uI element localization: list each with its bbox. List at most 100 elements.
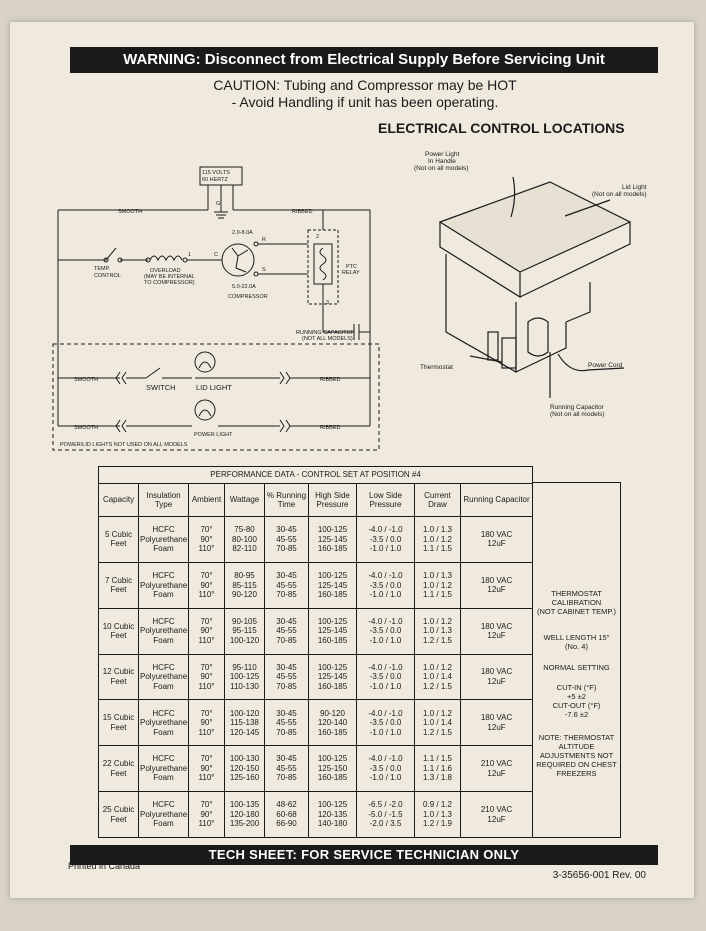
altitude-note: NOTE: THERMOSTAT ALTITUDE ADJUSTMENTS NO…: [536, 733, 617, 778]
column-header: Running Capacitor: [459, 483, 534, 517]
table-cell: -4.0 / -1.0 -3.5 / 0.0 -1.0 / 1.0: [356, 653, 415, 701]
table-cell: -4.0 / -1.0 -3.5 / 0.0 -1.0 / 1.0: [356, 516, 415, 563]
table-cell: 180 VAC 12uF: [459, 653, 534, 701]
amps-low-label: 5.0-22.0A: [232, 284, 256, 290]
terminal-r: R: [262, 237, 266, 243]
supply-hertz: 60 HERTZ: [202, 177, 229, 183]
overload-label-3: TO COMPRESSOR): [144, 280, 195, 286]
power-light-loc-1: Power Light: [425, 151, 460, 158]
supply-volts: 115 VOLTS: [202, 170, 230, 176]
wiring-diagram: [52, 166, 380, 451]
table-cell: 100-125 125-145 160-185: [308, 561, 357, 609]
power-light-loc-3: (Not on all models): [414, 165, 469, 172]
column-header: Current Draw: [414, 483, 461, 517]
terminal-3: 3: [326, 300, 329, 306]
table-cell: 80-95 85-115 90-120: [224, 561, 265, 609]
table-cell: 70° 90° 110°: [188, 699, 225, 747]
power-light-label: POWER LIGHT: [194, 432, 233, 438]
table-cell: HCFC Polyurethane Foam: [138, 561, 189, 609]
running-cap-loc-2: (Not on all models): [550, 411, 605, 418]
lights-note: POWER/LID LIGHTS NOT USED ON ALL MODELS: [60, 442, 188, 448]
thermostat-symbol: [487, 331, 499, 361]
column-header: Wattage: [224, 483, 265, 517]
table-cell: 1.1 / 1.5 1.1 / 1.6 1.3 / 1.8: [414, 745, 461, 793]
table-cell: 30-45 45-55 70-85: [264, 699, 309, 747]
freezer-illustration: [438, 176, 632, 398]
column-header: Capacity: [98, 483, 139, 517]
ribbed-label-top: RIBBED: [292, 209, 313, 215]
table-cell: 30-45 45-55 70-85: [264, 516, 309, 563]
location-labels: Power Light In Handle (Not on all models…: [414, 151, 647, 418]
table-cell: 1.0 / 1.3 1.0 / 1.2 1.1 / 1.5: [414, 516, 461, 563]
column-header: Ambient: [188, 483, 225, 517]
power-cord: [557, 353, 625, 372]
table-cell: -4.0 / -1.0 -3.5 / 0.0 -1.0 / 1.0: [356, 699, 415, 747]
table-cell: 90-105 95-115 100-120: [224, 607, 265, 655]
ptc-label-2: RELAY: [342, 270, 360, 276]
lid-light-bulb: [194, 351, 216, 373]
switch-label: SWITCH: [146, 383, 176, 392]
table-cell: 1.0 / 1.2 1.0 / 1.4 1.2 / 1.5: [414, 653, 461, 701]
power-cord-loc: Power Cord: [588, 362, 623, 369]
table-cell: 210 VAC 12uF: [459, 745, 534, 793]
temp-control-label-1: TEMP.: [94, 266, 111, 272]
table-cell: 5 Cubic Feet: [98, 516, 139, 563]
table-cell: 30-45 45-55 70-85: [264, 607, 309, 655]
table-cell: 70° 90° 110°: [188, 745, 225, 793]
overload-coil: [149, 255, 183, 262]
table-cell: 100-125 125-145 160-185: [308, 516, 357, 563]
smooth-label-top: SMOOTH: [118, 209, 142, 215]
overload-label-1: OVERLOAD: [150, 268, 181, 274]
smooth-label-bottom: SMOOTH: [74, 425, 98, 431]
terminal-1: 1: [188, 252, 191, 258]
table-cell: 100-125 125-150 160-185: [308, 745, 357, 793]
ground-label: G: [216, 201, 220, 207]
table-cell: 100-130 120-150 125-160: [224, 745, 265, 793]
tech-sheet: WARNING: Disconnect from Electrical Supp…: [10, 22, 694, 898]
ribbed-label-bottom: RIBBED: [320, 425, 341, 431]
terminal-s: S: [262, 267, 266, 273]
warning-banner: WARNING: Disconnect from Electrical Supp…: [70, 47, 658, 73]
amps-high-label: 2.0-8.0A: [232, 230, 253, 236]
tech-sheet-banner: TECH SHEET: FOR SERVICE TECHNICIAN ONLY: [70, 845, 658, 865]
table-cell: 95-110 100-125 110-130: [224, 653, 265, 701]
caution-line-2: - Avoid Handling if unit has been operat…: [231, 94, 499, 110]
table-cell: 75-80 80-100 82-110: [224, 516, 265, 563]
thermostat-notes: THERMOSTAT CALIBRATION (NOT CABINET TEMP…: [532, 482, 621, 838]
lid-switch-symbol: [145, 367, 161, 379]
table-cell: 210 VAC 12uF: [459, 791, 534, 838]
power-light-bulb: [194, 399, 216, 421]
table-cell: -4.0 / -1.0 -3.5 / 0.0 -1.0 / 1.0: [356, 561, 415, 609]
table-cell: 1.0 / 1.2 1.0 / 1.3 1.2 / 1.5: [414, 607, 461, 655]
part-number: 3-35656-001 Rev. 00: [552, 870, 646, 881]
table-cell: 70° 90° 110°: [188, 561, 225, 609]
table-cell: 22 Cubic Feet: [98, 745, 139, 793]
table-cell: 1.0 / 1.2 1.0 / 1.4 1.2 / 1.5: [414, 699, 461, 747]
table-cell: 48-62 60-68 66-90: [264, 791, 309, 838]
table-cell: 70° 90° 110°: [188, 653, 225, 701]
compressor-symbol: [221, 243, 255, 277]
column-header: Low Side Pressure: [356, 483, 415, 517]
lights-circuit-box: [52, 343, 380, 451]
table-cell: -4.0 / -1.0 -3.5 / 0.0 -1.0 / 1.0: [356, 607, 415, 655]
normal-setting-note: NORMAL SETTING: [543, 663, 610, 672]
cut-in-note: CUT-IN (°F) +5 ±2 CUT-OUT (°F) -7.6 ±2: [552, 683, 601, 719]
printed-in: Printed in Canada: [68, 861, 141, 871]
thermostat-loc: Thermostat: [420, 364, 453, 371]
temp-control-switch: [105, 247, 117, 261]
table-cell: HCFC Polyurethane Foam: [138, 791, 189, 838]
column-header: High Side Pressure: [308, 483, 357, 517]
power-light-loc-2: In Handle: [428, 158, 456, 165]
running-capacitor-icon: [527, 317, 549, 357]
table-title: PERFORMANCE DATA - CONTROL SET AT POSITI…: [97, 466, 534, 484]
well-length-note: WELL LENGTH 15" (No. 4): [543, 633, 610, 651]
table-cell: 180 VAC 12uF: [459, 607, 534, 655]
table-cell: 12 Cubic Feet: [98, 653, 139, 701]
